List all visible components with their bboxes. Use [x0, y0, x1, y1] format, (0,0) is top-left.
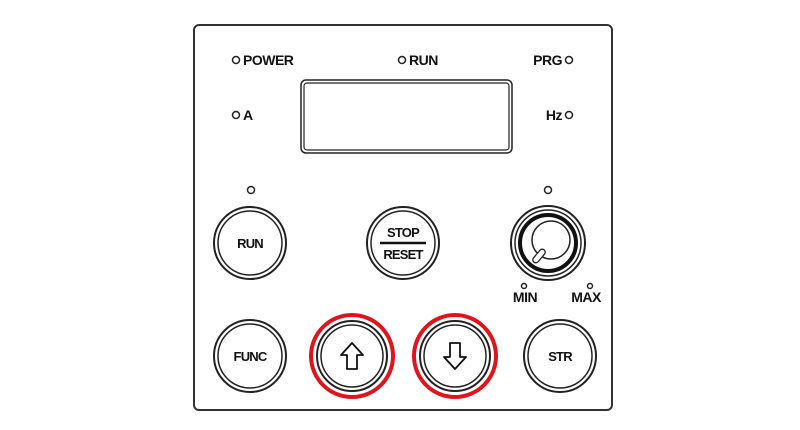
knob-led	[543, 185, 553, 195]
a-label: A	[243, 107, 253, 123]
run-led	[397, 55, 407, 65]
up-arrow-icon	[340, 342, 364, 370]
hz-indicator: Hz	[546, 107, 574, 123]
display-window	[300, 79, 513, 154]
reset-label: RESET	[383, 247, 423, 262]
str-button-label: STR	[548, 349, 573, 364]
a-indicator: A	[231, 107, 254, 123]
knob-pointer	[532, 248, 546, 264]
func-button-label: FUNC	[234, 349, 268, 364]
min-dot	[520, 282, 528, 290]
min-label: MIN	[513, 289, 538, 305]
down-highlight-ring	[412, 313, 498, 399]
run-button[interactable]: RUN	[213, 206, 287, 280]
a-led	[231, 110, 241, 120]
stop-reset-button[interactable]: STOP RESET	[366, 206, 440, 280]
hz-label: Hz	[546, 107, 563, 123]
run-indicator: RUN	[397, 52, 439, 68]
up-highlight-ring	[309, 313, 395, 399]
stop-label: STOP	[387, 225, 420, 240]
run-button-led	[246, 185, 256, 195]
hz-led	[564, 110, 574, 120]
power-indicator: POWER	[231, 52, 294, 68]
str-button[interactable]: STR	[523, 319, 597, 393]
prg-label: PRG	[533, 52, 562, 68]
func-button[interactable]: FUNC	[213, 319, 287, 393]
prg-indicator: PRG	[533, 52, 574, 68]
run-button-label: RUN	[237, 236, 263, 251]
max-dot	[586, 282, 594, 290]
frequency-knob[interactable]	[510, 205, 586, 281]
down-arrow-icon	[443, 342, 467, 370]
up-button[interactable]	[309, 313, 395, 399]
run-label: RUN	[409, 52, 438, 68]
power-label: POWER	[243, 52, 294, 68]
max-label: MAX	[571, 289, 602, 305]
down-button[interactable]	[412, 313, 498, 399]
prg-led	[564, 55, 574, 65]
power-led	[231, 55, 241, 65]
